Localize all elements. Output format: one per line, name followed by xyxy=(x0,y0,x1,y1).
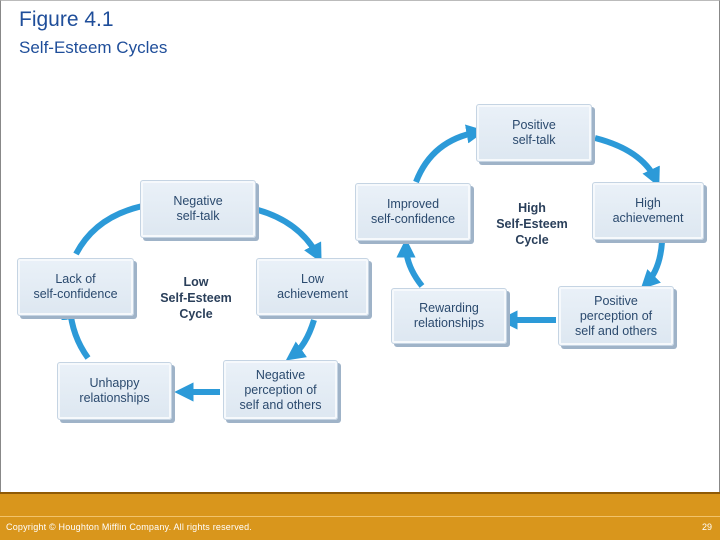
high-cycle-arrow-5 xyxy=(413,124,486,184)
high-cycle-center-label: High Self-Esteem Cycle xyxy=(496,201,568,247)
page-number: 29 xyxy=(701,522,712,532)
low-cycle-arrow-2 xyxy=(285,319,317,361)
node-lack-of-self-confidence: Lack of self-confidence xyxy=(17,258,134,316)
node-improved-self-confidence: Improved self-confidence xyxy=(355,183,471,241)
figure-title: Figure 4.1 xyxy=(19,8,114,31)
low-cycle-arrow-1 xyxy=(257,207,322,263)
node-positive-perception: Positive perception of self and others xyxy=(558,286,674,346)
node-rewarding-relationships: Rewarding relationships xyxy=(391,288,507,344)
node-high-achievement: High achievement xyxy=(592,182,704,240)
node-negative-perception: Negative perception of self and others xyxy=(223,360,338,420)
high-cycle-arrow-4 xyxy=(396,238,425,288)
low-cycle-center-label: Low Self-Esteem Cycle xyxy=(160,275,232,321)
footer-divider xyxy=(0,516,720,517)
figure-subtitle: Self-Esteem Cycles xyxy=(19,38,168,57)
high-cycle-arrow-2 xyxy=(640,241,665,290)
copyright-notice: Copyright © Houghton Mifflin Company. Al… xyxy=(6,522,253,532)
node-unhappy-relationships: Unhappy relationships xyxy=(57,362,172,420)
high-cycle-arrow-1 xyxy=(594,135,660,187)
node-negative-self-talk: Negative self-talk xyxy=(140,180,256,238)
node-positive-self-talk: Positive self-talk xyxy=(476,104,592,162)
node-low-achievement: Low achievement xyxy=(256,258,369,316)
